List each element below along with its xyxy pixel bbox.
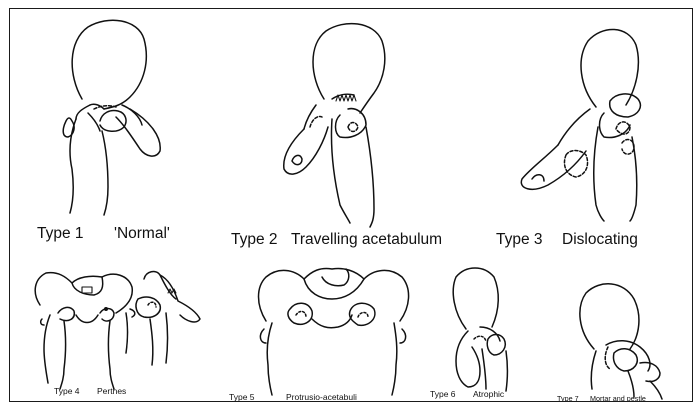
type-2-name: Travelling acetabulum [291, 231, 442, 249]
hip-types-figure: Type 1 'Normal' Type 2 Travelling acetab… [9, 8, 693, 402]
type-5-name: Protrusio-acetabuli [286, 392, 357, 402]
type-5-protrusio-acetabuli-drawing [259, 268, 409, 395]
type-3-dislocating-drawing [521, 29, 640, 221]
type-4-perthes-drawing [35, 272, 200, 389]
type-7-name: Mortar and pestle [590, 394, 646, 402]
type-4-label: Type 4 [54, 386, 80, 396]
type-5-label: Type 5 [229, 392, 255, 402]
type-6-atrophic-drawing [453, 268, 507, 391]
type-7-mortar-and-pestle-drawing [580, 284, 662, 399]
type-1-normal-hip-drawing [63, 20, 160, 215]
type-2-label: Type 2 [231, 231, 278, 249]
hip-drawings [10, 9, 693, 402]
type-6-label: Type 6 [430, 389, 456, 399]
type-7-label: Type 7 [557, 394, 579, 402]
type-2-travelling-acetabulum-drawing [284, 24, 385, 227]
type-3-label: Type 3 [496, 231, 543, 249]
type-3-name: Dislocating [562, 231, 638, 249]
type-1-label: Type 1 [37, 225, 84, 243]
type-6-name: Atrophic [473, 389, 504, 399]
type-1-name: 'Normal' [114, 225, 170, 243]
type-4-name: Perthes [97, 386, 126, 396]
